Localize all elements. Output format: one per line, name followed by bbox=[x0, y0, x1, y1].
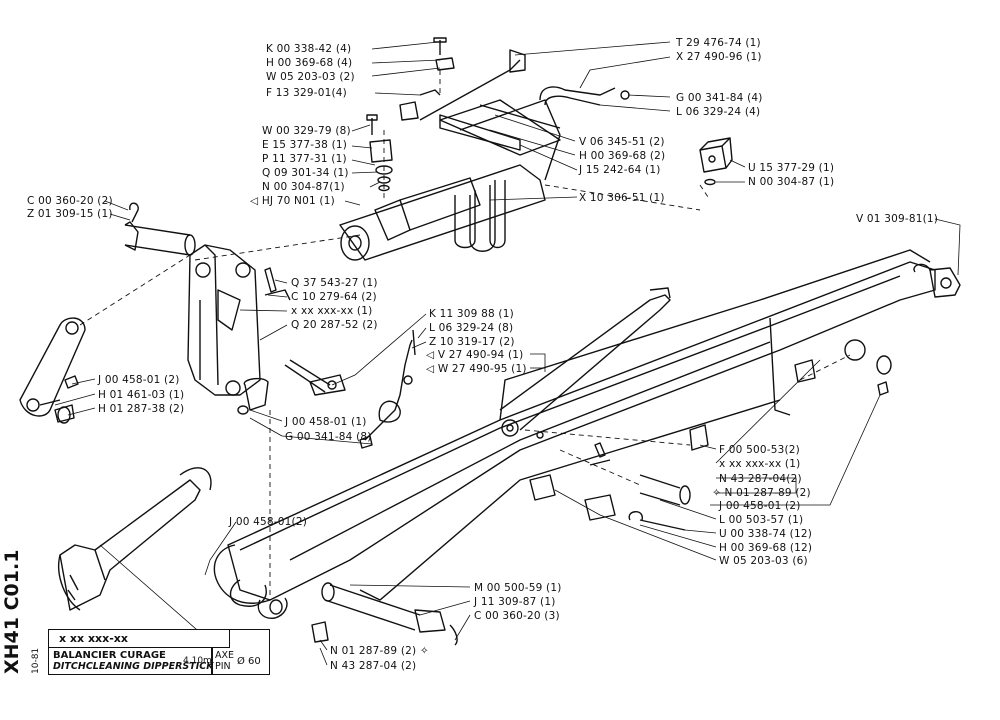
part-callout: W 05 203-03 (6) bbox=[719, 555, 808, 567]
u-pipe bbox=[469, 180, 496, 252]
part-callout: Z 01 309-15 (1) bbox=[27, 208, 113, 220]
part-callout: P 11 377-31 (1) bbox=[262, 153, 347, 165]
part-callout: V 06 345-51 (2) bbox=[579, 136, 665, 148]
grease-line bbox=[364, 339, 413, 441]
part-callout: Z 10 319-17 (2) bbox=[429, 336, 515, 348]
part-callout: Q 20 287-52 (2) bbox=[291, 319, 378, 331]
part-callout: H 00 369-68 (2) bbox=[579, 150, 666, 162]
title-diameter: Ø 60 bbox=[237, 656, 261, 667]
title-length: 4,10m bbox=[183, 656, 212, 666]
part-callout: M 00 500-59 (1) bbox=[474, 582, 562, 594]
pivot-bracket bbox=[187, 244, 261, 396]
part-callout: L 00 503-57 (1) bbox=[719, 514, 804, 526]
part-callout: W 00 329-79 (8) bbox=[262, 125, 351, 137]
title-pin: PIN bbox=[215, 661, 231, 672]
part-callout: U 15 377-29 (1) bbox=[748, 162, 835, 174]
part-callout: C 00 360-20 (3) bbox=[474, 610, 560, 622]
part-callout: J 00 458-01 (2) bbox=[719, 500, 801, 512]
part-callout: X 27 490-96 (1) bbox=[676, 51, 762, 63]
part-callout: L 06 329-24 (8) bbox=[429, 322, 514, 334]
side-code-label: XH41 C01.1 bbox=[1, 550, 23, 674]
part-callout: N 01 287-89 (2) ✧ bbox=[330, 645, 429, 657]
title-name-fr: BALANCIER CURAGE bbox=[53, 650, 166, 661]
part-callout: T 29 476-74 (1) bbox=[676, 37, 761, 49]
part-callout: C 00 360-20 (2) bbox=[27, 195, 113, 207]
part-callout: x xx xxx-xx (1) bbox=[291, 305, 373, 317]
u-block bbox=[699, 145, 727, 173]
title-ref: x xx xxx-xx bbox=[49, 630, 230, 648]
part-callout: J 15 242-64 (1) bbox=[579, 164, 661, 176]
part-callout: N 43 287-04(2) bbox=[719, 473, 802, 485]
part-callout: N 00 304-87(1) bbox=[262, 181, 345, 193]
part-callout: W 05 203-03 (2) bbox=[266, 71, 355, 83]
part-callout: ◁ W 27 490-95 (1) bbox=[426, 363, 527, 375]
title-name-en: DITCHCLEANING DIPPERSTICK bbox=[53, 661, 214, 672]
part-callout: ✧ N 01 287-89 (2) bbox=[712, 487, 811, 499]
link-rod bbox=[499, 294, 671, 431]
part-callout: E 15 377-38 (1) bbox=[262, 139, 348, 151]
part-callout: L 06 329-24 (4) bbox=[676, 106, 761, 118]
part-callout: K 11 309 88 (1) bbox=[429, 308, 514, 320]
hydraulic-cylinder bbox=[339, 99, 561, 261]
dipperstick-boom bbox=[213, 249, 936, 607]
part-callout: H 01 461-03 (1) bbox=[98, 389, 185, 401]
part-callout: N 43 287-04 (2) bbox=[330, 660, 417, 672]
part-callout: F 00 500-53(2) bbox=[719, 444, 800, 456]
part-callout: ◁ V 27 490-94 (1) bbox=[426, 349, 524, 361]
left-link bbox=[19, 317, 86, 417]
part-callout: K 00 338-42 (4) bbox=[266, 43, 352, 55]
part-callout: J 00 458-01(2) bbox=[229, 516, 307, 528]
part-callout: J 11 309-87 (1) bbox=[474, 596, 556, 608]
svg-text:XH41 C01.1: XH41 C01.1 bbox=[1, 550, 23, 674]
part-callout: F 13 329-01(4) bbox=[266, 87, 347, 99]
svg-text:10-81: 10-81 bbox=[31, 648, 41, 674]
part-callout: Q 09 301-34 (1) bbox=[262, 167, 349, 179]
part-callout: C 10 279-64 (2) bbox=[291, 291, 377, 303]
part-callout: ◁ HJ 70 N01 (1) bbox=[250, 195, 335, 207]
part-callout: H 01 287-38 (2) bbox=[98, 403, 185, 415]
part-callout: V 01 309-81(1) bbox=[856, 213, 939, 225]
part-callout: N 00 304-87 (1) bbox=[748, 176, 835, 188]
part-callout: G 00 341-84 (8) bbox=[285, 431, 372, 443]
part-callout: J 00 458-01 (1) bbox=[285, 416, 367, 428]
part-callout: H 00 369-68 (12) bbox=[719, 542, 813, 554]
hose-top bbox=[419, 59, 521, 121]
part-callout: X 10 306-51 (1) bbox=[579, 192, 665, 204]
title-block: x xx xxx-xx BALANCIER CURAGE DITCHCLEANI… bbox=[48, 629, 270, 675]
title-axe: AXE bbox=[215, 650, 235, 661]
part-callout: J 00 458-01 (2) bbox=[98, 374, 180, 386]
part-callout: U 00 338-74 (12) bbox=[719, 528, 813, 540]
bucket bbox=[58, 467, 212, 611]
part-callout: Q 37 543-27 (1) bbox=[291, 277, 378, 289]
part-callout: G 00 341-84 (4) bbox=[676, 92, 763, 104]
part-callout: H 00 369-68 (4) bbox=[266, 57, 353, 69]
side-date-label: 10-81 bbox=[31, 648, 41, 674]
part-callout: x xx xxx-xx (1) bbox=[719, 458, 801, 470]
